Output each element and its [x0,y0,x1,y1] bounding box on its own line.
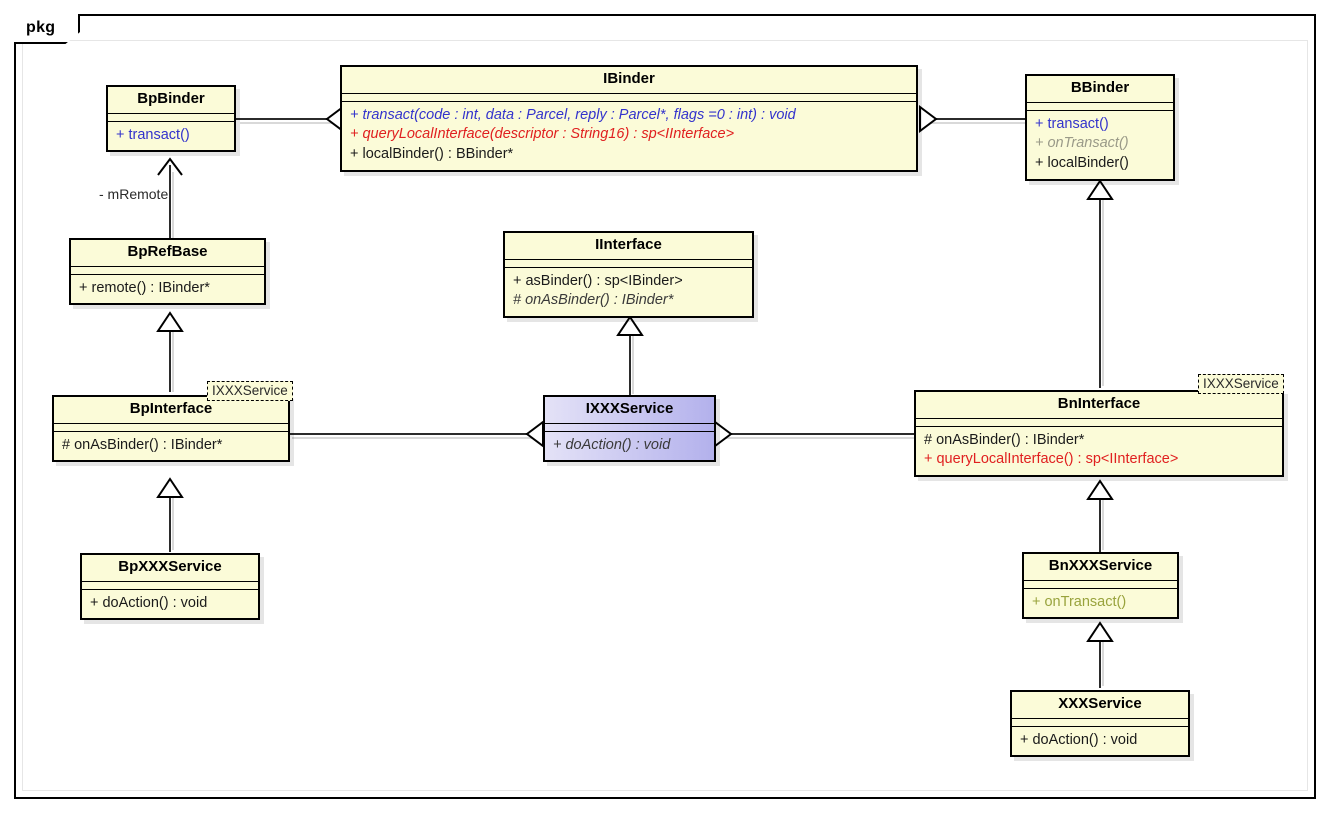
arrowhead-triangle [616,315,644,336]
class-operations-compartment: + doAction() : void [82,590,258,619]
connector-bpinterface-ixxxservice [290,433,540,435]
operation: + queryLocalInterface(descriptor : Strin… [350,126,735,143]
class-attributes-compartment [916,419,1282,427]
class-attributes-compartment [1024,581,1177,589]
class-operations-compartment: + transact(code : int, data : Parcel, re… [342,102,916,170]
connector-shadow [632,322,634,394]
class-box-bninterface[interactable]: BnInterface # onAsBinder() : IBinder* + … [914,390,1284,477]
class-operations-compartment: + doAction() : void [1012,727,1188,756]
connector-bpinterface-bprefbase [169,330,171,392]
connector-shadow [172,172,174,240]
operation: # onAsBinder() : IBinder* [513,292,674,309]
connector-bbinder-ibinder [921,118,1025,120]
class-box-bbinder[interactable]: BBinder + transact() + onTransact() + lo… [1025,74,1175,181]
class-operations-compartment: + transact() + onTransact() + localBinde… [1027,111,1173,179]
operation: # onAsBinder() : IBinder* [924,431,1085,448]
connector-bpxxxservice-bpinterface [169,496,171,552]
class-operations-compartment: + transact() [108,122,234,151]
class-operations-compartment: + doAction() : void [545,432,714,461]
connector-bninterface-bbinder [1099,198,1101,388]
class-box-bpxxxservice[interactable]: BpXXXService + doAction() : void [80,553,260,621]
class-title: BnInterface [916,392,1282,419]
operation: + localBinder() [1035,154,1129,171]
class-title: BpRefBase [71,240,264,267]
operation: + onTransact() [1032,593,1127,610]
class-operations-compartment: + asBinder() : sp<IBinder> # onAsBinder(… [505,268,752,316]
operation: + transact() [116,126,190,143]
connector-xxxservice-bnxxxservice [1099,640,1101,688]
class-title: IInterface [505,233,752,260]
arrowhead-triangle [156,311,184,332]
template-parameter-bninterface: IXXXService [1198,374,1284,394]
class-box-xxxservice[interactable]: XXXService + doAction() : void [1010,690,1190,758]
class-title: IBinder [342,67,916,94]
arrowhead-triangle [1086,479,1114,500]
class-box-bpinterface[interactable]: BpInterface # onAsBinder() : IBinder* [52,395,290,463]
class-operations-compartment: + remote() : IBinder* [71,275,264,304]
operation: + transact(code : int, data : Parcel, re… [350,106,796,123]
class-attributes-compartment [108,114,234,122]
connector-shadow [240,122,340,124]
arrowhead-open [157,156,183,176]
edge-label-mremote: - mRemote [99,186,169,202]
connector-shadow [172,318,174,392]
connector-shadow [172,484,174,550]
arrowhead-triangle [156,477,184,498]
class-operations-compartment: + onTransact() [1024,589,1177,618]
operation: + doAction() : void [553,436,671,453]
class-title: BnXXXService [1024,554,1177,581]
connector-bpbinder-ibinder [236,118,340,120]
arrowhead-triangle [1086,621,1114,642]
arrowhead-triangle [525,420,544,448]
connector-shadow [1102,486,1104,550]
operation: + remote() : IBinder* [79,279,210,296]
operation: + doAction() : void [90,594,208,611]
class-attributes-compartment [71,267,264,275]
package-tab [14,14,80,44]
connector-ixxxservice-iinterface [629,334,631,398]
connector-shadow [1102,186,1104,386]
class-attributes-compartment [342,94,916,102]
connector-shadow [292,437,540,439]
class-box-bpbinder[interactable]: BpBinder + transact() [106,85,236,153]
class-attributes-compartment [1012,719,1188,727]
class-box-bprefbase[interactable]: BpRefBase + remote() : IBinder* [69,238,266,306]
operation: + queryLocalInterface() : sp<IInterface> [924,451,1179,468]
connector-bnxxxservice-bninterface [1099,498,1101,552]
arrowhead-triangle [714,420,733,448]
operation: + asBinder() : sp<IBinder> [513,272,683,289]
class-box-bnxxxservice[interactable]: BnXXXService + onTransact() [1022,552,1179,620]
class-box-ixxxservice[interactable]: IXXXService + doAction() : void [543,395,716,463]
operation: + onTransact() [1035,135,1129,152]
class-title: XXXService [1012,692,1188,719]
connector-bprefbase-bpbinder [169,165,171,240]
connector-shadow [718,437,916,439]
class-attributes-compartment [54,424,288,432]
class-title: BpBinder [108,87,234,114]
connector-shadow [925,122,1025,124]
class-title: BBinder [1027,76,1173,103]
class-attributes-compartment [505,260,752,268]
package-frame-inner-border [22,40,1308,791]
class-title: BpInterface [54,397,288,424]
class-attributes-compartment [545,424,714,432]
class-title: BpXXXService [82,555,258,582]
operation: + localBinder() : BBinder* [350,145,514,162]
package-label: pkg [26,19,56,36]
operation: + transact() [1035,115,1109,132]
class-attributes-compartment [82,582,258,590]
operation: # onAsBinder() : IBinder* [62,436,223,453]
arrowhead-triangle [919,105,938,133]
template-parameter-bpinterface: IXXXService [207,381,293,401]
class-box-iinterface[interactable]: IInterface + asBinder() : sp<IBinder> # … [503,231,754,318]
arrowhead-triangle [1086,179,1114,200]
class-attributes-compartment [1027,103,1173,111]
connector-shadow [1102,628,1104,686]
class-box-ibinder[interactable]: IBinder + transact(code : int, data : Pa… [340,65,918,172]
class-operations-compartment: # onAsBinder() : IBinder* [54,432,288,461]
class-title: IXXXService [545,397,714,424]
operation: + doAction() : void [1020,731,1138,748]
connector-bninterface-ixxxservice [716,433,916,435]
class-operations-compartment: # onAsBinder() : IBinder* + queryLocalIn… [916,427,1282,475]
